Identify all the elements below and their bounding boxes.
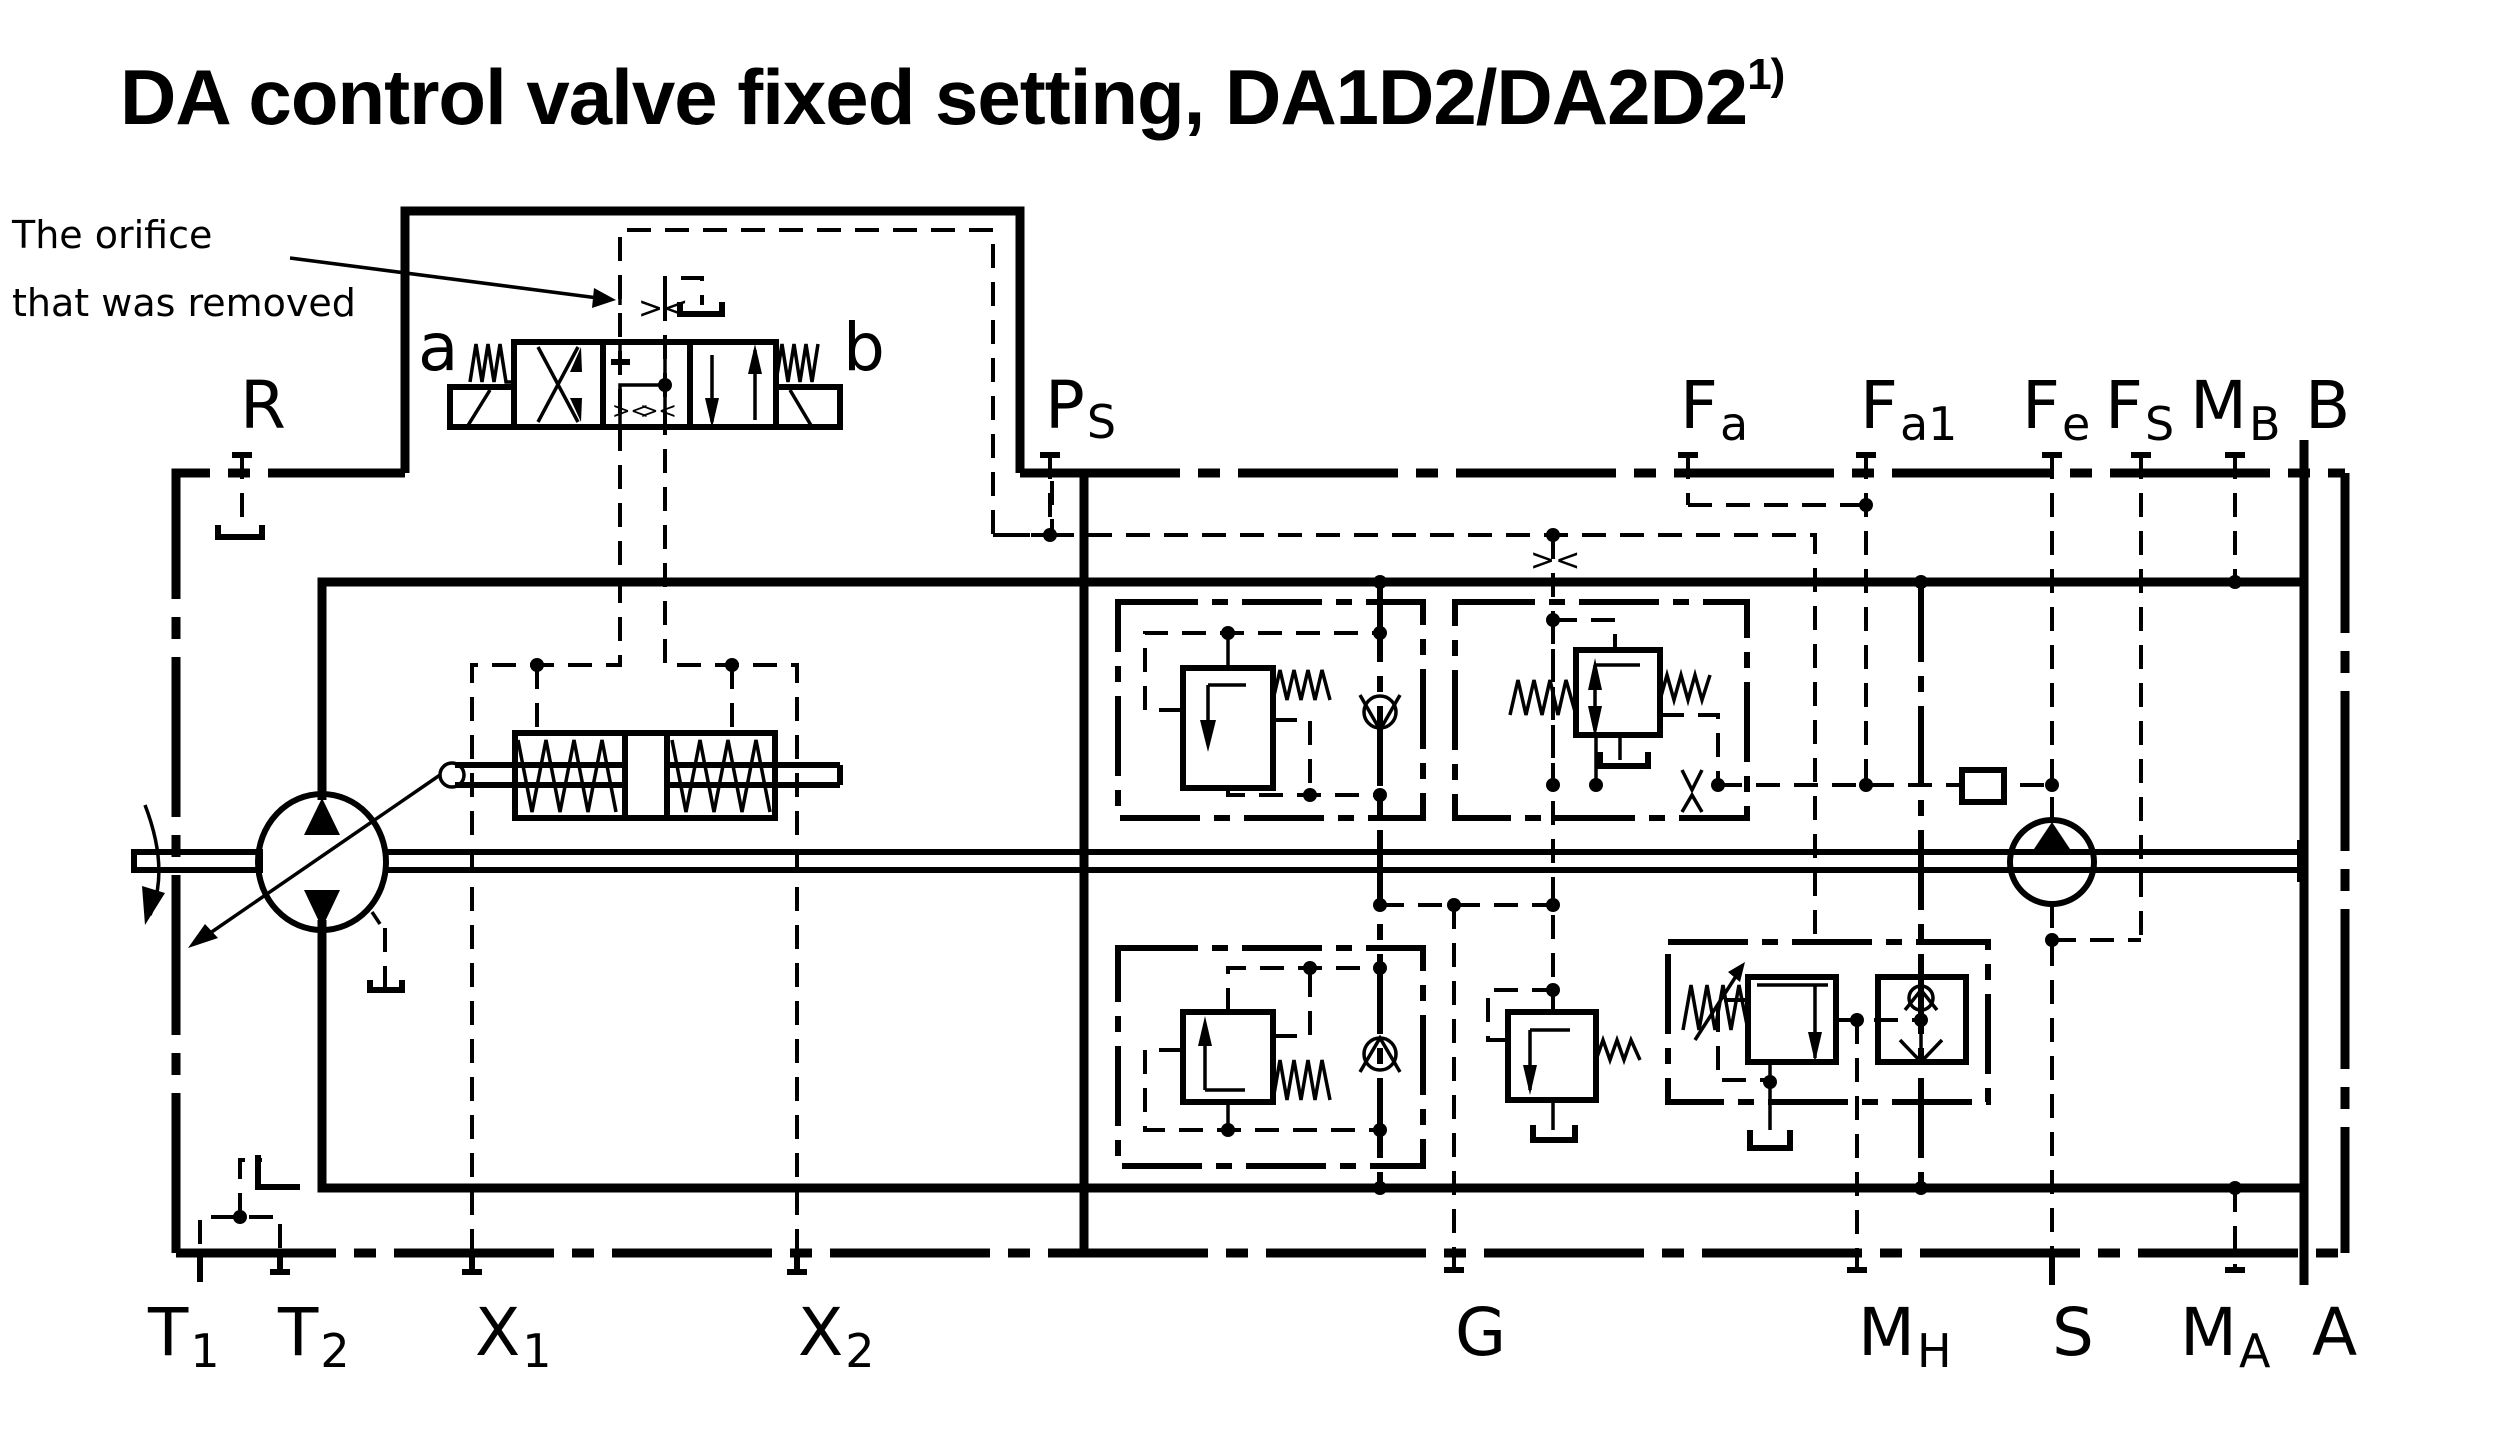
working-line-b: [317, 440, 2309, 800]
port-fa-label: Fa: [1680, 367, 1748, 451]
valve-label-b: b: [843, 309, 885, 386]
annotation-line-2: that was removed: [12, 281, 356, 325]
annotation-line-1: The orifice: [11, 213, 212, 257]
valve-label-a: a: [418, 309, 458, 386]
drive-shaft: [131, 840, 2303, 882]
pump-icon: [188, 773, 441, 948]
port-ps-line: [1040, 452, 1817, 940]
port-b-label: B: [2305, 367, 2350, 444]
cylinder-icon: [438, 730, 843, 821]
port-fa1-label: Fa1: [1860, 367, 1957, 451]
orifice-mark: ><: [612, 399, 649, 424]
orifice-mark: ><: [640, 399, 677, 424]
port-t1-label: T1: [147, 1294, 220, 1378]
port-r-line: [215, 452, 265, 540]
port-ps-label: PS: [1045, 367, 1116, 449]
port-fe-label: Fe: [2022, 367, 2090, 451]
reducing-valve-icon: [1665, 939, 1991, 1151]
port-s-label: S: [2052, 1294, 2094, 1371]
title-text: DA control valve fixed setting, DA1D2/DA…: [120, 53, 1748, 141]
port-mh-label: MH: [1858, 1294, 1952, 1378]
annotation-arrow-icon: [289, 256, 616, 308]
port-labels-top: R PS Fa Fa1 Fe FS MB B: [240, 367, 2350, 451]
port-mb-label: MB: [2190, 367, 2281, 451]
port-t2-label: T2: [277, 1294, 350, 1378]
port-ma-label: MA: [2180, 1294, 2271, 1378]
port-r-label: R: [240, 367, 286, 444]
port-g-label: G: [1455, 1294, 1506, 1371]
cutoff-valve-icon: [1452, 599, 1750, 821]
relief-valve-icon: [1115, 599, 1426, 821]
port-x2-label: X2: [798, 1294, 875, 1378]
working-line-a: [317, 920, 2309, 1285]
relief-valve-icon: [1115, 945, 1426, 1169]
port-labels-bottom: T1 T2 X1 X2 G MH S MA A: [147, 1294, 2357, 1378]
boost-relief-valve-icon: [1486, 983, 1642, 1143]
orifice-ps-icon: ><: [1530, 543, 1580, 578]
filter-icon: [1959, 767, 2007, 805]
directional-valve-icon: >< ><: [447, 339, 843, 430]
port-fs-label: FS: [2105, 367, 2174, 451]
rotation-arrow-icon: [142, 804, 165, 925]
port-x1-label: X1: [475, 1294, 552, 1378]
port-a-label: A: [2312, 1294, 2357, 1371]
title-footnote: 1): [1747, 50, 1785, 99]
boost-pump-icon: [2007, 817, 2097, 1285]
pilot-lines-right: [1373, 452, 2245, 1273]
cylinder-pilot-lines: [470, 228, 1057, 1253]
pump-drain: [367, 928, 405, 993]
page-title: DA control valve fixed setting, DA1D2/DA…: [120, 50, 1785, 143]
orifice-icon: ><: [618, 276, 725, 326]
tank-ports-lines: [197, 1155, 2307, 1285]
housing-frame: [171, 206, 2350, 1258]
